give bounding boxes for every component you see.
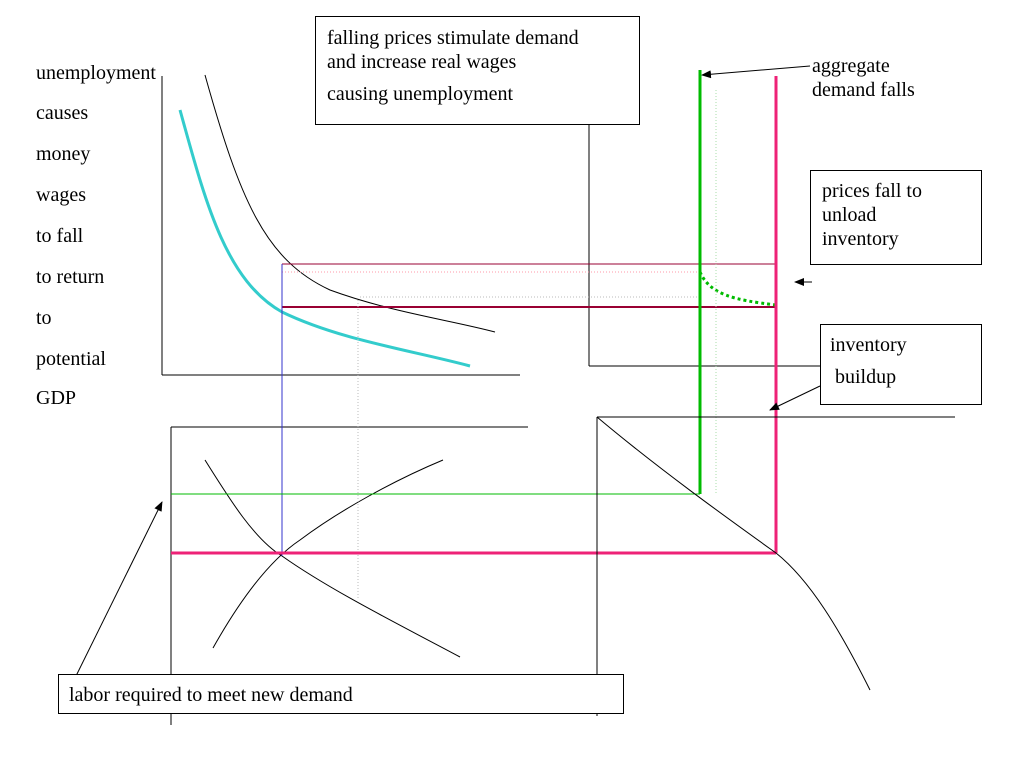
left-label-line-8: potential — [36, 348, 106, 370]
left-label-line-6: to return — [36, 266, 105, 288]
left-label-line-1: unemployment — [36, 62, 156, 84]
left-label-line-4: wages — [36, 184, 86, 206]
production-function-curve — [596, 416, 871, 691]
labor-demand-curve-shifted — [178, 109, 471, 368]
falling-prices-line-1: falling prices stimulate demand — [327, 27, 579, 49]
prices-fall-line-1: prices fall to — [822, 180, 922, 202]
labor-required-text: labor required to meet new demand — [69, 684, 353, 706]
inventory-buildup-line-2: buildup — [830, 366, 897, 388]
aggregate-demand-line-2: demand falls — [812, 79, 915, 101]
labor-supply-curve — [212, 459, 444, 649]
left-label-line-3: money — [36, 143, 91, 165]
aggregate-demand-adjustment-curve — [698, 271, 777, 307]
aggregate-demand-line-1: aggregate — [812, 55, 890, 77]
left-label-line-9: GDP — [36, 387, 77, 409]
prices-fall-line-2: unload — [822, 204, 877, 226]
prices-fall-line-3: inventory — [822, 228, 899, 250]
aggregate-demand-arrow — [701, 65, 811, 79]
falling-prices-line-3: causing unemployment — [327, 83, 514, 105]
labor-demand-curve-bottom — [204, 459, 461, 658]
falling-prices-callout: falling prices stimulate demand and incr… — [315, 16, 640, 125]
prices-fall-callout: prices fall to unload inventory — [810, 170, 982, 265]
labor-demand-curve-original — [204, 74, 496, 333]
left-label-line-2: causes — [36, 102, 89, 124]
labor-required-callout: labor required to meet new demand — [58, 674, 624, 714]
labor-required-arrow — [75, 501, 163, 677]
left-label-line-5: to fall — [36, 225, 84, 247]
left-label-line-7: to — [36, 307, 52, 329]
inventory-buildup-arrow — [769, 385, 821, 411]
inventory-buildup-line-1: inventory — [830, 334, 907, 356]
inventory-buildup-callout: inventory buildup — [820, 324, 982, 405]
falling-prices-line-2: and increase real wages — [327, 51, 517, 73]
